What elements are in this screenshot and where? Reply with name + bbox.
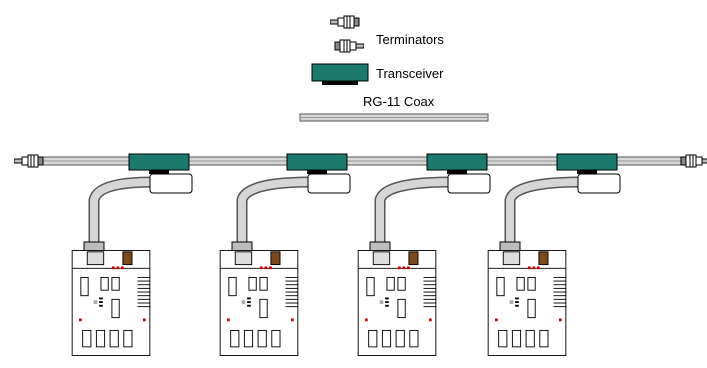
transceiver-clamp <box>307 170 327 174</box>
transceiver <box>286 153 348 171</box>
drop-cable <box>238 178 314 242</box>
transceiver <box>128 153 190 171</box>
drop-cable <box>376 178 454 242</box>
coax-label: RG-11 Coax <box>363 94 435 109</box>
transceiver-box <box>447 173 491 194</box>
station <box>71 153 193 356</box>
network-card-icon <box>71 250 151 356</box>
legend-terminator-reversed-icon <box>334 39 364 53</box>
drop-cable <box>506 178 584 242</box>
legend-transceiver-icon <box>311 63 369 82</box>
transceiver-label: Transceiver <box>376 66 444 81</box>
transceiver-box <box>577 173 621 194</box>
transceiver-clamp <box>149 170 169 174</box>
transceiver-clamp <box>447 170 467 174</box>
legend-terminator-icon <box>330 15 360 29</box>
transceiver-clamp <box>577 170 597 174</box>
terminators-label: Terminators <box>376 32 444 47</box>
network-card-icon <box>357 250 437 356</box>
drop-cable <box>90 178 156 242</box>
station <box>219 153 351 356</box>
transceiver <box>426 153 488 171</box>
station <box>487 153 621 356</box>
station <box>357 153 491 356</box>
transceiver-box <box>149 173 193 194</box>
bus-terminator-right-icon <box>680 154 707 168</box>
network-card-icon <box>487 250 567 356</box>
transceiver <box>556 153 618 171</box>
bus-terminator-left-icon <box>14 154 44 168</box>
transceiver-box <box>307 173 351 194</box>
legend: Terminators Transceiver RG-11 Coax <box>299 15 489 122</box>
network-card-icon <box>219 250 299 356</box>
